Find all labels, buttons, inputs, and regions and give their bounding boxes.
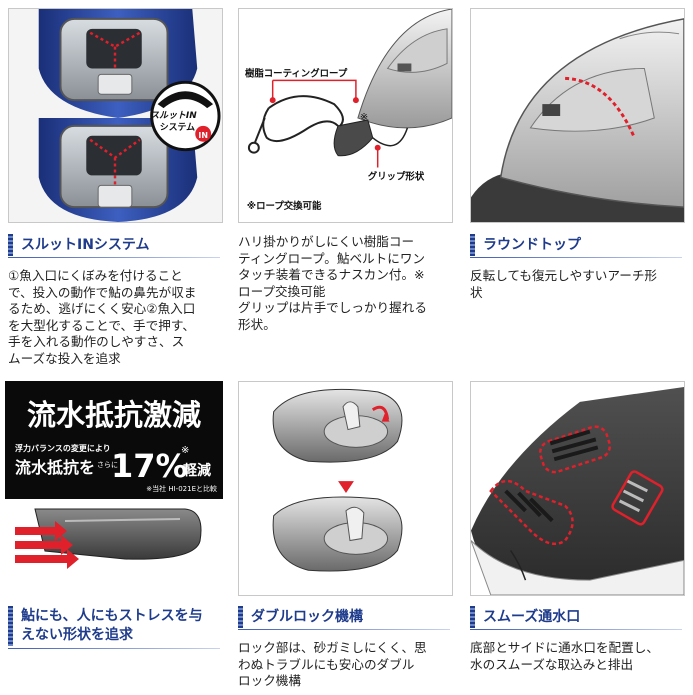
round-top-heading: ラウンドトップ [470, 234, 581, 256]
banner-asterisk: ※ [181, 445, 189, 456]
flow-arrow-2 [15, 535, 73, 555]
banner-small-line1: 浮力バランスの変更により [15, 443, 111, 453]
smooth-water-inlet-image [470, 381, 685, 596]
flow-resistance-image: 流水抵抗激減 浮力バランスの変更により 流水抵抗を さらに 17% ※ 軽減 ※… [5, 381, 223, 577]
round-top-image [470, 8, 685, 223]
rope-mark: ※ [360, 112, 368, 123]
slit-in-heading: スルットINシステム [7, 234, 150, 256]
rope-grip-image: 樹脂コーティングロープ ※ グリップ形状 ※ロープ交換可能 [238, 8, 453, 223]
rope-callout-label: 樹脂コーティングロープ [245, 67, 348, 79]
grip-callout-label: グリップ形状 [368, 170, 425, 182]
banner-reduce: 軽減 [183, 462, 211, 479]
rope-grip-illustration: 樹脂コーティングロープ ※ グリップ形状 ※ロープ交換可能 [245, 9, 452, 212]
stress-free-heading-underline [8, 648, 220, 649]
banner-title: 流水抵抗激減 [27, 398, 201, 432]
badge-text-line1: スルットIN [150, 110, 197, 121]
banner-percent: 17% [111, 447, 188, 485]
banner-small-line2: 流水抵抗を [15, 458, 95, 477]
slit-in-heading-underline [8, 257, 220, 258]
badge-text-line2: システム [160, 122, 195, 133]
double-lock-description: ロック部は、砂ガミしにくく、思 わぬトラブルにも安心のダブル ロック機構 [238, 640, 427, 688]
slit-in-illustration: スルットIN システム IN [38, 9, 221, 222]
double-lock-heading-underline [238, 629, 450, 630]
flow-arrow-3 [15, 549, 79, 569]
smooth-water-inlet-heading: スムーズ通水口 [470, 606, 580, 628]
down-arrow-icon [338, 481, 354, 493]
stress-free-heading: 鮎にも、人にもストレスを与 えない形状を追求 [8, 606, 223, 646]
double-lock-illustration [272, 388, 403, 572]
round-top-description: 反転しても復元しやすいアーチ形 状 [470, 268, 658, 300]
banner-sarani: さらに [97, 461, 118, 469]
water-inlet-illustration [471, 386, 684, 595]
flow-arrow-1 [15, 521, 67, 541]
round-top-heading-underline [470, 257, 682, 258]
banner-footnote: ※当社 HI-021Eと比較 [146, 484, 217, 493]
double-lock-heading: ダブルロック機構 [238, 606, 363, 628]
slit-in-description: ①魚入口にくぼみを付けること で、投入の動作で鮎の鼻先が収ま るため、逃げにくく… [8, 268, 197, 366]
double-lock-image [238, 381, 453, 596]
slit-in-system-image: スルットIN システム IN [8, 8, 223, 223]
badge-logo-text: IN [198, 131, 208, 140]
smooth-water-inlet-heading-underline [470, 629, 682, 630]
flow-resistance-illustration: 流水抵抗激減 浮力バランスの変更により 流水抵抗を さらに 17% ※ 軽減 ※… [5, 398, 223, 577]
rope-exchange-note: ※ロープ交換可能 [247, 200, 322, 212]
smooth-water-inlet-description: 底部とサイドに通水口を配置し、 水のスムーズな取込みと排出 [470, 640, 659, 672]
rope-grip-description: ハリ掛かりがしにくい樹脂コー ティングロープ。鮎ベルトにワン タッチ装着できるナ… [238, 234, 427, 332]
round-top-illustration [471, 18, 684, 222]
